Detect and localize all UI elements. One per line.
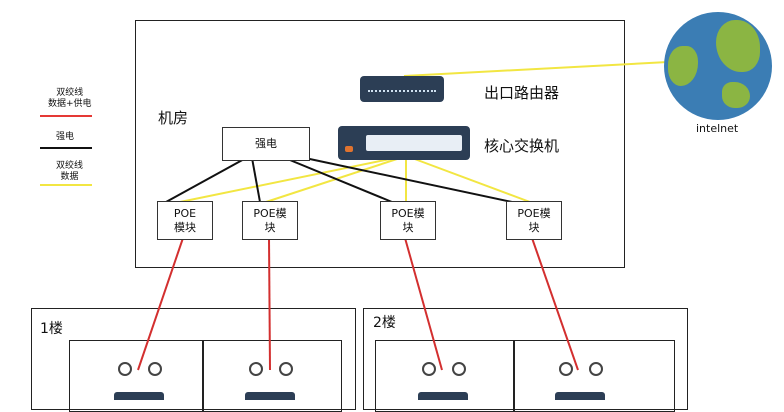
server-room-label: 机房 — [158, 109, 189, 127]
data-line-internet-router — [403, 61, 669, 77]
wifi-icon — [589, 362, 603, 376]
power-line-3 — [284, 157, 393, 203]
poe-line-4 — [531, 237, 579, 371]
wifi-icon — [422, 362, 436, 376]
poe-module-2-label: POE模 块 — [253, 206, 287, 234]
data-line-switch-poe-4 — [411, 157, 531, 203]
router-device — [360, 76, 444, 102]
poe-line-1 — [137, 237, 184, 371]
floor-1-label: 1楼 — [40, 321, 63, 337]
router-led-strip — [368, 90, 436, 94]
poe-module-1: POE 模块 — [157, 201, 213, 240]
router-label: 出口路由器 — [484, 84, 560, 102]
wifi-icon — [279, 362, 293, 376]
poe-line-3 — [404, 237, 443, 371]
power-box: 强电 — [222, 127, 310, 161]
power-line-1 — [165, 157, 247, 203]
power-box-label: 强电 — [255, 137, 277, 150]
access-point-3 — [416, 360, 470, 400]
wifi-icon — [148, 362, 162, 376]
power-line-4 — [304, 157, 513, 203]
legend-data-label: 双绞线 数据 — [56, 161, 84, 182]
access-point-1 — [112, 360, 166, 400]
poe-module-2: POE模 块 — [242, 201, 298, 240]
globe-land-2 — [668, 46, 698, 86]
core-switch-port-panel — [366, 135, 462, 151]
poe-module-4: POE模 块 — [506, 201, 562, 240]
access-point-body — [418, 392, 468, 400]
access-point-body — [114, 392, 164, 400]
globe-land-1 — [716, 20, 760, 72]
server-room-box — [135, 20, 625, 268]
internet-label: intelnet — [696, 122, 739, 135]
data-line-switch-poe-2 — [265, 157, 401, 203]
globe-land-3 — [722, 82, 750, 108]
core-switch-status-led — [345, 146, 353, 152]
floor-2-label: 2楼 — [373, 315, 396, 331]
access-point-2 — [243, 360, 297, 400]
legend-power-line — [40, 147, 92, 149]
legend-data-line — [40, 184, 92, 186]
wifi-icon — [118, 362, 132, 376]
poe-module-3: POE模 块 — [380, 201, 436, 240]
access-point-body — [245, 392, 295, 400]
wifi-icon — [559, 362, 573, 376]
access-point-4 — [553, 360, 607, 400]
wifi-icon — [452, 362, 466, 376]
poe-module-1-label: POE 模块 — [173, 206, 197, 234]
core-switch-device — [338, 126, 470, 160]
power-line-2 — [251, 157, 261, 203]
globe-icon — [664, 12, 772, 120]
access-point-body — [555, 392, 605, 400]
legend-power-data-label: 双绞线 数据+供电 — [48, 88, 92, 109]
poe-module-4-label: POE模 块 — [517, 206, 551, 234]
legend-power-data-line — [40, 115, 92, 117]
connection-lines — [137, 61, 669, 371]
poe-module-3-label: POE模 块 — [391, 206, 425, 234]
core-switch-label: 核心交换机 — [484, 137, 560, 155]
wifi-icon — [249, 362, 263, 376]
poe-line-2 — [268, 237, 271, 371]
legend-power-label: 强电 — [56, 132, 75, 142]
data-line-switch-poe-1 — [179, 157, 396, 203]
